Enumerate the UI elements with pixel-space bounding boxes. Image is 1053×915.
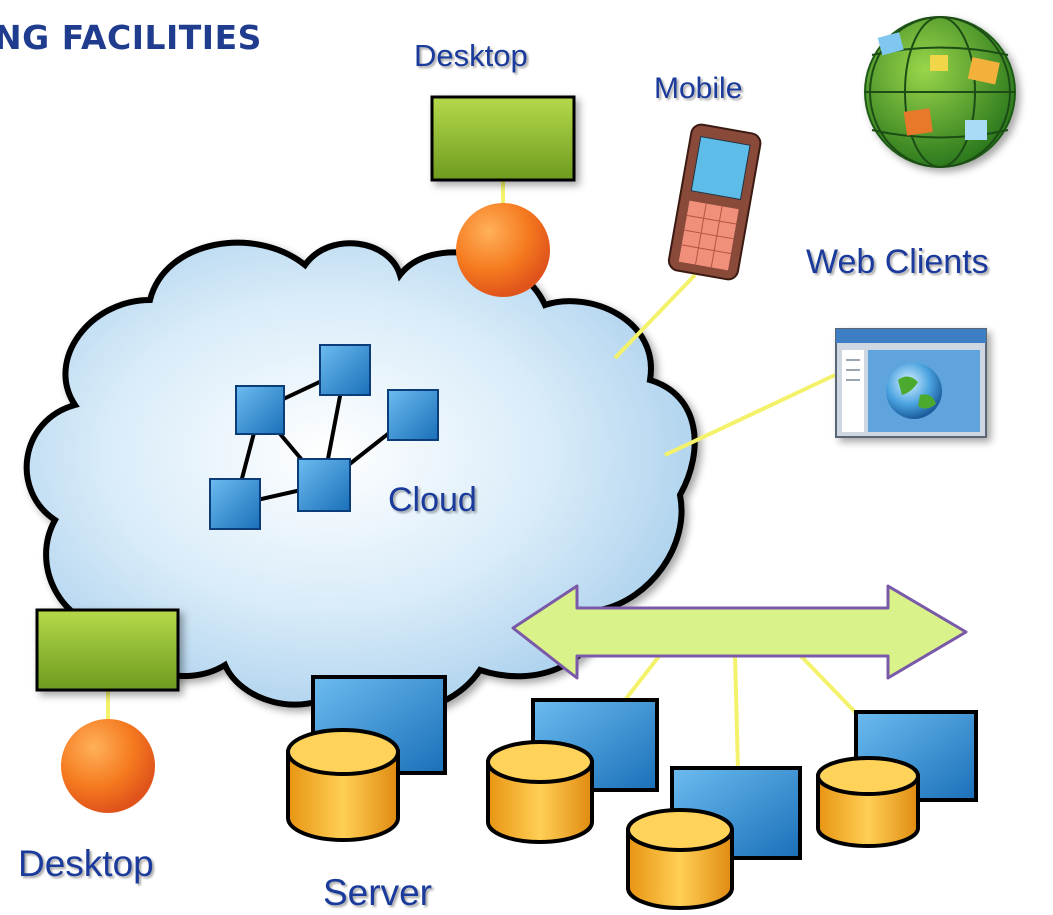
circle-node-icon <box>456 203 550 297</box>
browser-window-icon <box>835 328 987 438</box>
globe-icon <box>864 16 1016 168</box>
server-group <box>286 675 978 910</box>
network-node <box>235 385 285 435</box>
desktop-bottom-group <box>35 608 180 813</box>
network-node <box>319 344 371 396</box>
mobile-phone-icon <box>667 123 762 281</box>
terminal-icon <box>430 95 576 182</box>
terminal-icon <box>35 608 180 692</box>
connector-lines <box>106 180 857 771</box>
desktop-top-group <box>430 95 576 297</box>
database-icon <box>626 808 734 910</box>
server-label: Server <box>323 872 432 913</box>
desktop-top-label: Desktop <box>414 38 528 73</box>
database-icon <box>816 756 920 848</box>
cloud-label: Cloud <box>388 481 477 519</box>
network-node <box>297 458 351 512</box>
mobile-label: Mobile <box>654 72 743 105</box>
cloud-network <box>209 344 439 530</box>
double-arrow-icon <box>511 584 968 680</box>
circle-node-icon <box>61 719 155 813</box>
web-clients-label: Web Clients <box>806 243 989 281</box>
database-icon <box>286 728 400 842</box>
desktop-bottom-label: Desktop <box>18 843 154 884</box>
database-icon <box>486 740 594 844</box>
network-node <box>387 389 439 441</box>
page-heading: NG FACILITIES <box>0 18 262 57</box>
network-node <box>209 478 261 530</box>
